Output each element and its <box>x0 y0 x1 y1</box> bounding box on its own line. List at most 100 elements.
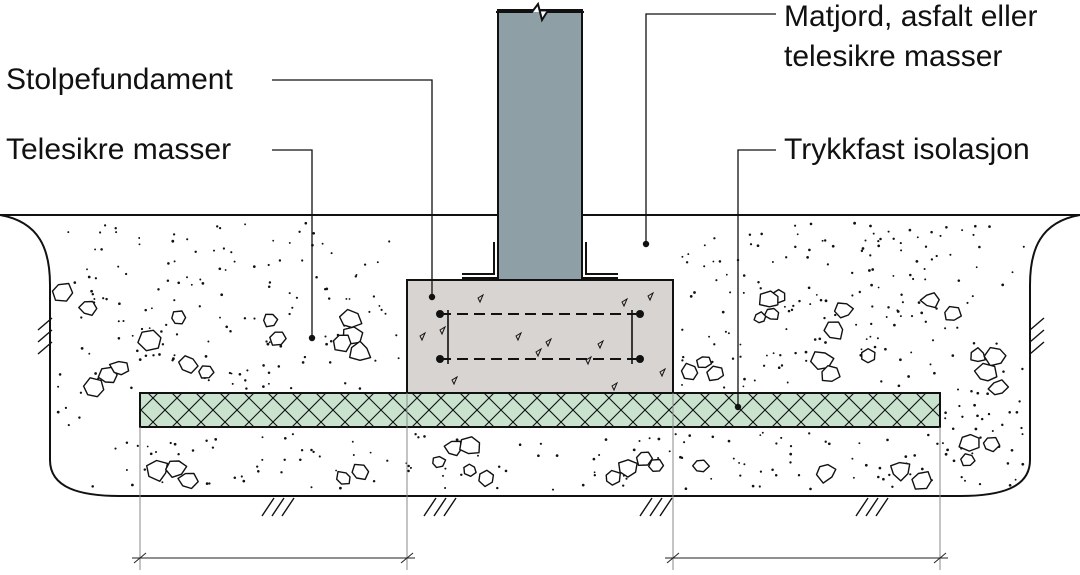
soil-dot <box>150 307 153 310</box>
soil-dot <box>988 225 991 228</box>
soil-dot <box>256 465 259 468</box>
soil-dot <box>936 442 939 446</box>
soil-dot <box>243 317 247 320</box>
soil-dot <box>1001 283 1005 287</box>
soil-dot <box>790 308 794 312</box>
soil-dot <box>743 463 746 466</box>
soil-dot <box>124 272 128 276</box>
soil-dot <box>749 243 753 246</box>
soil-dot <box>904 455 908 458</box>
aggregate-mark <box>611 381 619 392</box>
soil-stone <box>164 460 188 478</box>
aggregate-mark <box>585 355 593 366</box>
soil-dot <box>369 451 372 454</box>
soil-dot <box>674 433 677 436</box>
insulation-board <box>139 392 941 428</box>
soil-dot <box>303 355 307 359</box>
soil-dot <box>892 237 895 241</box>
soil-dot <box>888 473 891 477</box>
soil-dot <box>99 231 102 234</box>
soil-dot <box>138 358 142 361</box>
soil-dot <box>900 293 903 297</box>
soil-dot <box>208 482 211 485</box>
leader-telesikre-masser <box>272 149 313 338</box>
soil-dot <box>407 469 410 473</box>
soil-stone <box>171 310 187 325</box>
soil-dot <box>138 237 141 239</box>
soil-dot <box>718 260 722 263</box>
soil-dot <box>971 452 974 455</box>
leader-end-dots <box>308 240 742 411</box>
soil-dot <box>300 449 304 452</box>
soil-dot <box>824 341 827 344</box>
soil-dot <box>742 385 745 388</box>
soil-dot <box>952 459 956 463</box>
soil-dot <box>710 477 713 480</box>
soil-dot <box>224 269 227 271</box>
soil-stone <box>753 311 767 324</box>
soil-stone <box>459 436 481 455</box>
soil-dot <box>920 467 924 471</box>
soil-dot <box>986 392 989 396</box>
soil-dot <box>118 302 121 306</box>
soil-dot <box>328 361 332 364</box>
soil-dot <box>114 447 117 450</box>
soil-dot <box>861 247 865 250</box>
soil-dot <box>78 416 81 419</box>
soil-dot <box>278 259 282 262</box>
soil-dot <box>261 436 264 439</box>
soil-dot <box>794 351 797 355</box>
soil-stone <box>982 436 1001 453</box>
soil-dot <box>351 440 354 443</box>
soil-dot <box>288 312 291 316</box>
soil-dot <box>869 335 872 338</box>
soil-dot <box>262 364 265 367</box>
soil-dot <box>581 483 585 487</box>
soil-dot <box>680 456 684 460</box>
soil-dot <box>220 293 224 297</box>
soil-dot <box>91 292 95 296</box>
soil-dot <box>172 233 176 236</box>
soil-dot <box>907 375 910 378</box>
soil-dot <box>261 458 264 461</box>
soil-stone <box>332 334 352 353</box>
soil-dot <box>927 433 930 437</box>
rebar <box>440 310 640 364</box>
soil-dot <box>551 488 555 491</box>
soil-dot <box>103 224 107 227</box>
soil-dot <box>372 295 376 298</box>
soil-dot <box>539 442 543 445</box>
soil-dot <box>324 335 327 338</box>
soil-dot <box>257 470 260 473</box>
soil-dot <box>1006 462 1010 465</box>
soil-dot <box>689 295 693 298</box>
soil-dot <box>858 290 861 294</box>
soil-dot <box>384 312 387 315</box>
soil-dot <box>681 328 684 331</box>
soil-dot <box>497 465 501 468</box>
soil-dot <box>974 224 977 228</box>
post-foundation-block <box>406 279 674 394</box>
soil-dot <box>397 357 400 360</box>
soil-dot <box>995 342 998 345</box>
soil-dot <box>961 415 964 418</box>
soil-dot <box>166 279 170 283</box>
soil-dot <box>743 377 746 381</box>
soil-dot <box>893 323 896 327</box>
soil-dot <box>824 299 828 303</box>
soil-dot <box>860 249 864 253</box>
soil-dot <box>657 437 661 441</box>
soil-dot <box>878 466 882 470</box>
soil-dot <box>253 317 256 320</box>
aggregate-mark <box>477 293 485 304</box>
soil-dot <box>815 293 818 296</box>
soil-dot <box>1011 271 1014 274</box>
soil-dot <box>787 309 791 313</box>
soil-dot <box>910 351 913 354</box>
soil-dot <box>931 339 935 342</box>
soil-dot <box>789 445 793 448</box>
soil-dot <box>877 240 880 243</box>
soil-dot <box>1010 448 1014 452</box>
soil-stone <box>432 455 447 469</box>
